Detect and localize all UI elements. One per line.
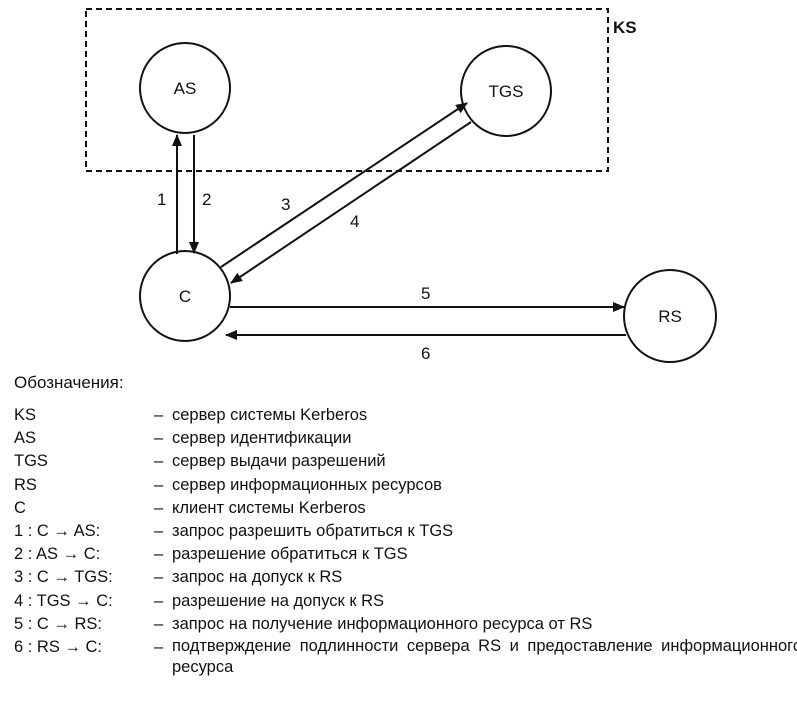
legend-term: 2 : AS → C:: [14, 545, 101, 564]
legend-desc: запрос на получение информационного ресу…: [172, 614, 593, 633]
edge-5-label: 5: [421, 284, 430, 303]
node-c: [139, 250, 231, 342]
legend-term: AS: [14, 429, 37, 448]
edge-4-label: 4: [350, 212, 359, 231]
legend-item: 4 : TGS → C: – разрешение на допуск к RS: [14, 590, 794, 613]
node-as: [139, 42, 231, 134]
legend-item: C – клиент системы Kerberos: [14, 497, 794, 520]
legend-desc: подтверждение подлинности сервера RS и п…: [172, 636, 797, 676]
legend-desc: клиент системы Kerberos: [172, 498, 366, 517]
legend: KS – сервер системы Kerberos AS – сервер…: [14, 404, 797, 684]
legend-term: KS: [14, 406, 37, 424]
legend-dash: –: [154, 452, 164, 471]
legend-dash: –: [154, 475, 164, 494]
legend-desc: сервер идентификации: [172, 429, 352, 448]
legend-term: 4 : TGS → C:: [14, 591, 113, 610]
legend-term: C: [14, 498, 26, 517]
legend-item: RS – сервер информационных ресурсов: [14, 474, 794, 497]
legend-dash: –: [154, 591, 164, 610]
legend-desc: разрешение обратиться к TGS: [172, 545, 408, 564]
legend-item: 2 : AS → C: – разрешение обратиться к TG…: [14, 543, 794, 566]
kerberos-diagram: KS AS TGS C RS 1 2 3 4 5 6: [85, 8, 717, 363]
legend-term: TGS: [14, 452, 48, 471]
ks-group-box: [85, 8, 609, 172]
legend-item: 5 : C → RS: – запрос на получение информ…: [14, 613, 794, 636]
edge-4-arrow: [230, 121, 472, 284]
node-c-label: C: [179, 287, 191, 306]
legend-desc: сервер информационных ресурсов: [172, 475, 442, 494]
ks-group-label: KS: [613, 18, 637, 37]
legend-dash: –: [154, 614, 164, 633]
legend-item: KS – сервер системы Kerberos: [14, 404, 794, 427]
edge-2-label: 2: [202, 190, 211, 209]
edge-3-label: 3: [281, 195, 290, 214]
legend-dash: –: [154, 568, 164, 587]
legend-item: 6 : RS → C: – подтверждение подлинности …: [14, 636, 797, 684]
legend-desc: запрос разрешить обратиться к TGS: [172, 521, 454, 540]
edge-6-label: 6: [421, 344, 430, 363]
node-tgs: [460, 45, 552, 137]
legend-desc: разрешение на допуск к RS: [172, 591, 385, 610]
legend-dash: –: [154, 498, 164, 517]
legend-term: 1 : C → AS:: [14, 521, 101, 540]
legend-title: Обозначения:: [14, 373, 124, 392]
legend-dash: –: [154, 521, 164, 540]
legend-dash: –: [154, 545, 164, 564]
node-rs: [623, 269, 717, 363]
legend-dash: –: [154, 429, 164, 448]
legend-item: 3 : C → TGS: – запрос на допуск к RS: [14, 566, 794, 589]
edge-1-label: 1: [157, 190, 166, 209]
legend-term: 5 : C → RS:: [14, 614, 103, 633]
legend-term: RS: [14, 475, 37, 494]
node-as-label: AS: [174, 79, 197, 98]
legend-term: 6 : RS → C:: [14, 637, 103, 656]
legend-item: AS – сервер идентификации: [14, 427, 794, 450]
legend-item: TGS – сервер выдачи разрешений: [14, 450, 794, 473]
legend-item: 1 : C → AS: – запрос разрешить обратитьс…: [14, 520, 794, 543]
legend-term: 3 : C → TGS:: [14, 568, 113, 587]
legend-dash: –: [154, 406, 164, 424]
node-rs-label: RS: [658, 307, 682, 326]
legend-desc: сервер системы Kerberos: [172, 406, 368, 424]
legend-dash: –: [154, 637, 164, 656]
legend-desc: сервер выдачи разрешений: [172, 452, 386, 471]
legend-desc: запрос на допуск к RS: [172, 568, 343, 587]
node-tgs-label: TGS: [489, 82, 524, 101]
edge-3-arrow: [220, 102, 468, 268]
